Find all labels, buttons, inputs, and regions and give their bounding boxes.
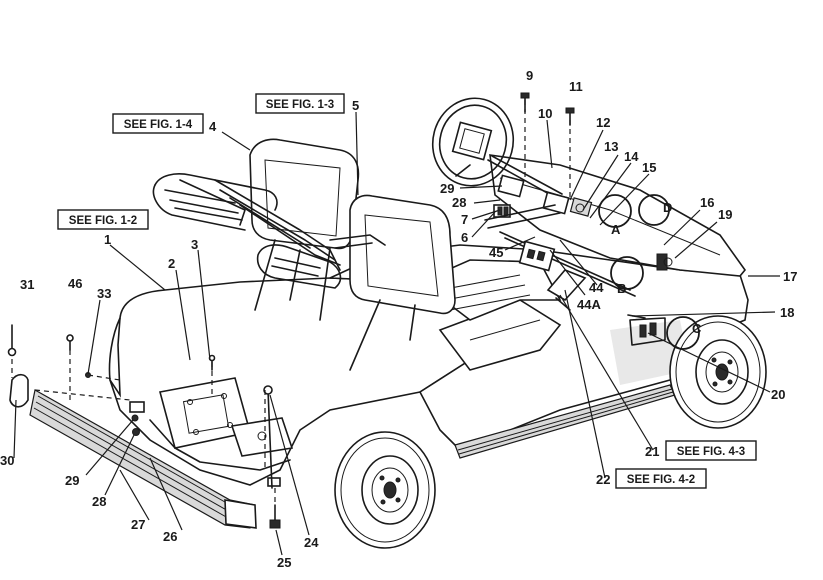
- callout-circle-d: [638, 194, 670, 226]
- part-label: 21: [645, 444, 659, 459]
- part-label: 20: [771, 387, 785, 402]
- front-bumper: [7, 92, 575, 529]
- fig-ref-1-4: SEE FIG. 1-4: [124, 119, 193, 131]
- part-label: 10: [538, 106, 552, 121]
- fig-ref-1-2: SEE FIG. 1-2: [69, 215, 137, 227]
- callout-circle-c: [666, 316, 700, 350]
- part-label: 19: [718, 207, 732, 222]
- part-label: 18: [780, 305, 794, 320]
- part-label: 5: [352, 98, 359, 113]
- part-number-labels: 1 2 3 4 5 6 7 9 10 11 12 13 14 15 16 17 …: [0, 68, 797, 570]
- part-label: 26: [163, 529, 177, 544]
- part-label: 33: [97, 286, 111, 301]
- part-label: 31: [20, 277, 34, 292]
- part-label: 46: [68, 276, 82, 291]
- callout-letter-a: A: [611, 222, 621, 237]
- part-label: 44A: [577, 297, 601, 312]
- cart-body: [108, 154, 749, 486]
- callout-letter-c: C: [692, 321, 702, 336]
- fig-ref-4-3: SEE FIG. 4-3: [677, 446, 745, 458]
- bag-rack: [152, 173, 386, 289]
- fig-ref-4-2: SEE FIG. 4-2: [627, 474, 695, 486]
- part-label: 17: [783, 269, 797, 284]
- part-label: 12: [596, 115, 610, 130]
- part-label: 15: [642, 160, 656, 175]
- part-label: 1: [104, 232, 111, 247]
- part-label: 13: [604, 139, 618, 154]
- part-label: 28: [92, 494, 106, 509]
- figure-references: SEE FIG. 1-2 SEE FIG. 1-3 SEE FIG. 1-4 S…: [57, 93, 757, 489]
- callout-circle-a: [598, 194, 632, 228]
- part-label: 22: [596, 472, 610, 487]
- part-label: 7: [461, 212, 468, 227]
- callout-letter-d: D: [663, 200, 672, 215]
- part-label: 28: [452, 195, 466, 210]
- callout-letters: A B C D: [611, 200, 702, 336]
- part-label: 2: [168, 256, 175, 271]
- callout-circles: [598, 194, 700, 350]
- part-label: 30: [0, 453, 14, 468]
- steering-wheel: [431, 97, 515, 187]
- part-label: 29: [65, 473, 79, 488]
- part-label: 24: [304, 535, 319, 550]
- bumper-end-cap: [9, 373, 29, 408]
- fig-ref-1-3: SEE FIG. 1-3: [266, 99, 334, 111]
- part-label: 45: [489, 245, 503, 260]
- part-label: 6: [461, 230, 468, 245]
- part-label: 25: [277, 555, 291, 570]
- dashboard: [489, 154, 747, 277]
- part-label: 3: [191, 237, 198, 252]
- callout-circle-b: [610, 256, 644, 290]
- leader-lines: [13, 111, 780, 556]
- part-label: 14: [624, 149, 639, 164]
- part-label: 9: [526, 68, 533, 83]
- dash-controls: [484, 174, 673, 346]
- part-label: 44: [589, 280, 604, 295]
- seat-assembly: [249, 138, 456, 371]
- part-label: 11: [569, 79, 583, 94]
- rear-wheel: [669, 315, 767, 429]
- seat-cushion: [349, 194, 456, 315]
- part-label: 27: [131, 517, 145, 532]
- callout-letter-b: B: [617, 281, 626, 296]
- front-wheel: [334, 431, 436, 549]
- part-label: 16: [700, 195, 714, 210]
- accelerator-pedal: [546, 269, 587, 302]
- part-label: 4: [209, 119, 217, 134]
- part-label: 29: [440, 181, 454, 196]
